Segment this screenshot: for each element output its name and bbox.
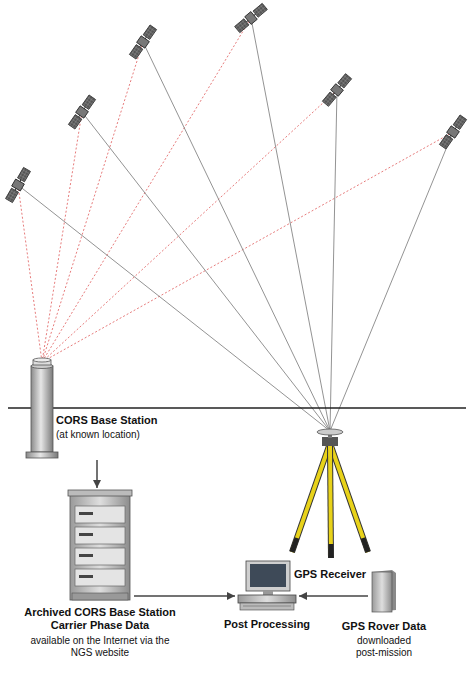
flow-arrow	[299, 592, 368, 600]
node-note: downloaded post-mission	[349, 635, 419, 659]
rover-data-device: GPS Rover Datadownloaded post-mission	[372, 570, 396, 612]
node-heading: CORS Base Station	[56, 414, 186, 427]
server-rack: Archived CORS Base Station Carrier Phase…	[70, 490, 130, 600]
gps-receiver: GPS Receiver	[288, 428, 372, 562]
flow-arrow	[134, 592, 235, 600]
flow-arrow	[93, 460, 101, 488]
node-heading: Post Processing	[212, 618, 322, 631]
node-heading: GPS Rover Data	[336, 620, 432, 633]
node-note: (at known location)	[56, 429, 186, 441]
computer: Post Processing	[238, 560, 296, 610]
node-note: available on the Internet via the NGS we…	[20, 635, 180, 659]
node-heading: GPS Receiver	[270, 568, 390, 581]
node-heading: Archived CORS Base Station Carrier Phase…	[20, 606, 180, 632]
base-station: CORS Base Station(at known location)	[26, 358, 170, 458]
